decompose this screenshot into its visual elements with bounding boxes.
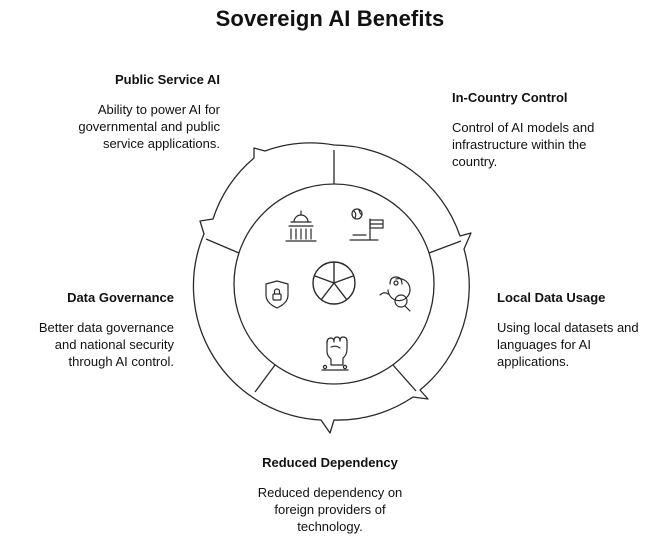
outer-ring: [192, 142, 472, 434]
benefit-reduced-dependency: Reduced Dependency Reduced dependency on…: [230, 455, 430, 535]
raised-fist-icon: [321, 336, 349, 371]
divider-line: [428, 240, 462, 254]
globe-flag-icon: [349, 208, 384, 241]
map-search-icon: [379, 276, 411, 312]
page-title: Sovereign AI Benefits: [215, 6, 445, 31]
benefit-heading: Data Governance: [67, 290, 174, 305]
benefit-heading: Reduced Dependency: [262, 455, 398, 470]
benefit-in-country-control: In-Country Control Control of AI models …: [452, 90, 632, 170]
capitol-building-icon: [285, 210, 317, 242]
pie-segments-icon: [312, 261, 356, 305]
divider-line: [254, 364, 276, 393]
benefit-local-data-usage: Local Data Usage Using local datasets an…: [497, 290, 657, 370]
benefit-data-governance: Data Governance Better data governance a…: [10, 290, 174, 370]
benefit-description: Using local datasets and languages for A…: [497, 320, 639, 369]
benefit-description: Control of AI models and infrastructure …: [452, 120, 595, 169]
benefit-public-service: Public Service AI Ability to power AI fo…: [40, 72, 220, 152]
benefit-description: Better data governance and national secu…: [38, 320, 174, 369]
benefit-heading: Local Data Usage: [497, 290, 606, 305]
shield-lock-icon: [265, 280, 289, 309]
benefit-description: Ability to power AI for governmental and…: [78, 102, 220, 151]
divider-line: [392, 364, 417, 392]
benefit-description: Reduced dependency on foreign providers …: [257, 485, 403, 534]
benefit-heading: In-Country Control: [452, 90, 568, 105]
divider-line: [205, 238, 240, 254]
benefit-heading: Public Service AI: [114, 72, 220, 87]
